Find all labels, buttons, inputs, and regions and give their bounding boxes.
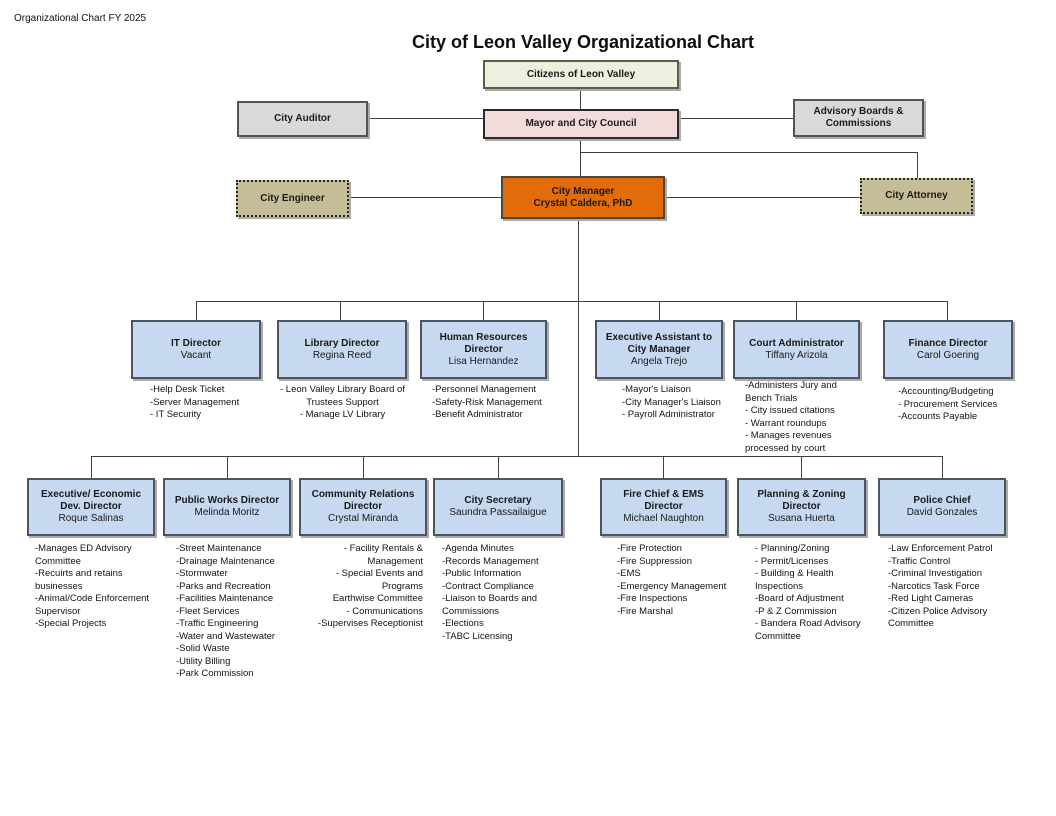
box-title: Police Chief <box>913 495 971 506</box>
connector-line <box>580 152 917 153</box>
page-title: City of Leon Valley Organizational Chart <box>411 32 755 52</box>
connector-line <box>349 197 501 198</box>
org-box-economic-dev-director: Executive/ Economic Dev. Director Roque … <box>27 478 155 536</box>
connector-line <box>678 118 793 119</box>
duties-police-chief: -Law Enforcement Patrol -Traffic Control… <box>888 543 993 629</box>
org-box-mayor-council: Mayor and City Council <box>483 109 679 139</box>
box-person: Crystal Miranda <box>327 513 399 524</box>
duties-planning-zoning-director: - Planning/Zoning - Permit/Licenses - Bu… <box>755 543 861 642</box>
box-person: Susana Huerta <box>768 513 835 524</box>
org-box-community-relations-director: Community Relations Director Crystal Mir… <box>299 478 427 536</box>
duties-economic-dev-director: -Manages ED Advisory Committee -Recuirts… <box>35 543 150 629</box>
corner-label: Organizational Chart FY 2025 <box>14 13 147 24</box>
box-person: Regina Reed <box>312 349 372 361</box>
connector-line <box>663 456 664 478</box>
org-box-it-director: IT Director Vacant <box>131 320 261 379</box>
box-title: City Manager <box>551 185 615 197</box>
org-box-planning-zoning-director: Planning & Zoning Director Susana Huerta <box>737 478 866 536</box>
org-box-police-chief: Police Chief David Gonzales <box>878 478 1006 536</box>
connector-line <box>796 301 797 320</box>
box-title: Fire Chief & EMS Director <box>623 489 704 512</box>
box-title: Library Director <box>304 337 380 349</box>
box-person: Angela Trejo <box>630 355 688 367</box>
box-person: Vacant <box>180 349 212 361</box>
connector-line <box>947 301 948 320</box>
box-title: Advisory Boards & Commissions <box>813 106 904 129</box>
box-title: City Attorney <box>885 190 948 201</box>
box-title: Planning & Zoning Director <box>757 489 846 512</box>
org-box-executive-assistant: Executive Assistant to City Manager Ange… <box>595 320 723 379</box>
box-title: Finance Director <box>908 337 988 349</box>
connector-line <box>196 301 947 302</box>
box-person: Tiffany Arizola <box>765 349 828 361</box>
box-title: Court Administrator <box>749 337 844 349</box>
connector-line <box>91 456 942 457</box>
box-title: City Auditor <box>274 113 331 124</box>
box-title: Executive/ Economic Dev. Director <box>40 489 142 512</box>
duties-it-director: -Help Desk Ticket -Server Management - I… <box>150 384 240 420</box>
box-person: Saundra Passailaigue <box>449 507 547 518</box>
connector-line <box>665 197 860 198</box>
duties-fire-chief: -Fire Protection -Fire Suppression -EMS … <box>617 543 727 617</box>
connector-line <box>340 301 341 320</box>
duties-hr-director: -Personnel Management -Safety-Risk Manag… <box>432 384 542 420</box>
box-title: Public Works Director <box>174 495 280 506</box>
duties-executive-assistant: -Mayor's Liaison -City Manager's Liaison… <box>622 384 721 420</box>
org-box-city-auditor: City Auditor <box>237 101 368 137</box>
box-title: IT Director <box>170 337 221 349</box>
box-title: Human Resources Director <box>439 331 528 355</box>
box-person: Melinda Moritz <box>194 507 260 518</box>
connector-line <box>91 456 92 478</box>
box-title: Mayor and City Council <box>525 118 637 129</box>
box-title: Executive Assistant to City Manager <box>605 331 713 355</box>
connector-line <box>483 301 484 320</box>
box-person: Crystal Caldera, PhD <box>533 197 633 209</box>
box-title: City Secretary <box>464 495 532 506</box>
connector-line <box>580 89 581 109</box>
connector-line <box>917 152 918 178</box>
connector-line <box>580 139 581 176</box>
duties-finance-director: -Accounting/Budgeting - Procurement Serv… <box>898 386 998 422</box>
org-box-library-director: Library Director Regina Reed <box>277 320 407 379</box>
connector-line <box>659 301 660 320</box>
duties-library-director: - Leon Valley Library Board of Trustees … <box>280 384 405 420</box>
connector-line <box>942 456 943 478</box>
org-box-city-secretary: City Secretary Saundra Passailaigue <box>433 478 563 536</box>
org-box-city-engineer: City Engineer <box>236 180 349 217</box>
org-box-finance-director: Finance Director Carol Goering <box>883 320 1013 379</box>
org-box-city-manager: City Manager Crystal Caldera, PhD <box>501 176 665 219</box>
duties-city-secretary: -Agenda Minutes -Records Management -Pub… <box>442 543 539 642</box>
connector-line <box>363 456 364 478</box>
org-box-city-attorney: City Attorney <box>860 178 973 214</box>
org-box-hr-director: Human Resources Director Lisa Hernandez <box>420 320 547 379</box>
connector-line <box>227 456 228 478</box>
org-box-advisory-boards: Advisory Boards & Commissions <box>793 99 924 137</box>
connector-line <box>801 456 802 478</box>
connector-line <box>368 118 483 119</box>
connector-line <box>196 301 197 320</box>
box-person: Lisa Hernandez <box>448 355 519 367</box>
box-person: Roque Salinas <box>58 513 124 524</box>
org-box-court-administrator: Court Administrator Tiffany Arizola <box>733 320 860 379</box>
box-person: Carol Goering <box>916 349 980 361</box>
duties-community-relations-director: - Facility Rentals & Management - Specia… <box>317 543 423 629</box>
duties-public-works-director: -Street Maintenance -Drainage Maintenanc… <box>176 543 276 679</box>
box-title: Citizens of Leon Valley <box>526 68 636 80</box>
org-box-citizens: Citizens of Leon Valley <box>483 60 679 89</box>
box-title: Community Relations Director <box>311 489 415 512</box>
box-person: Michael Naughton <box>623 513 704 524</box>
org-box-fire-chief: Fire Chief & EMS Director Michael Naught… <box>600 478 727 536</box>
duties-court-administrator: -Administers Jury and Bench Trials - Cit… <box>745 380 837 454</box>
connector-line <box>578 219 579 456</box>
box-title: City Engineer <box>260 192 325 204</box>
org-box-public-works-director: Public Works Director Melinda Moritz <box>163 478 291 536</box>
connector-line <box>498 456 499 478</box>
box-person: David Gonzales <box>906 507 978 518</box>
